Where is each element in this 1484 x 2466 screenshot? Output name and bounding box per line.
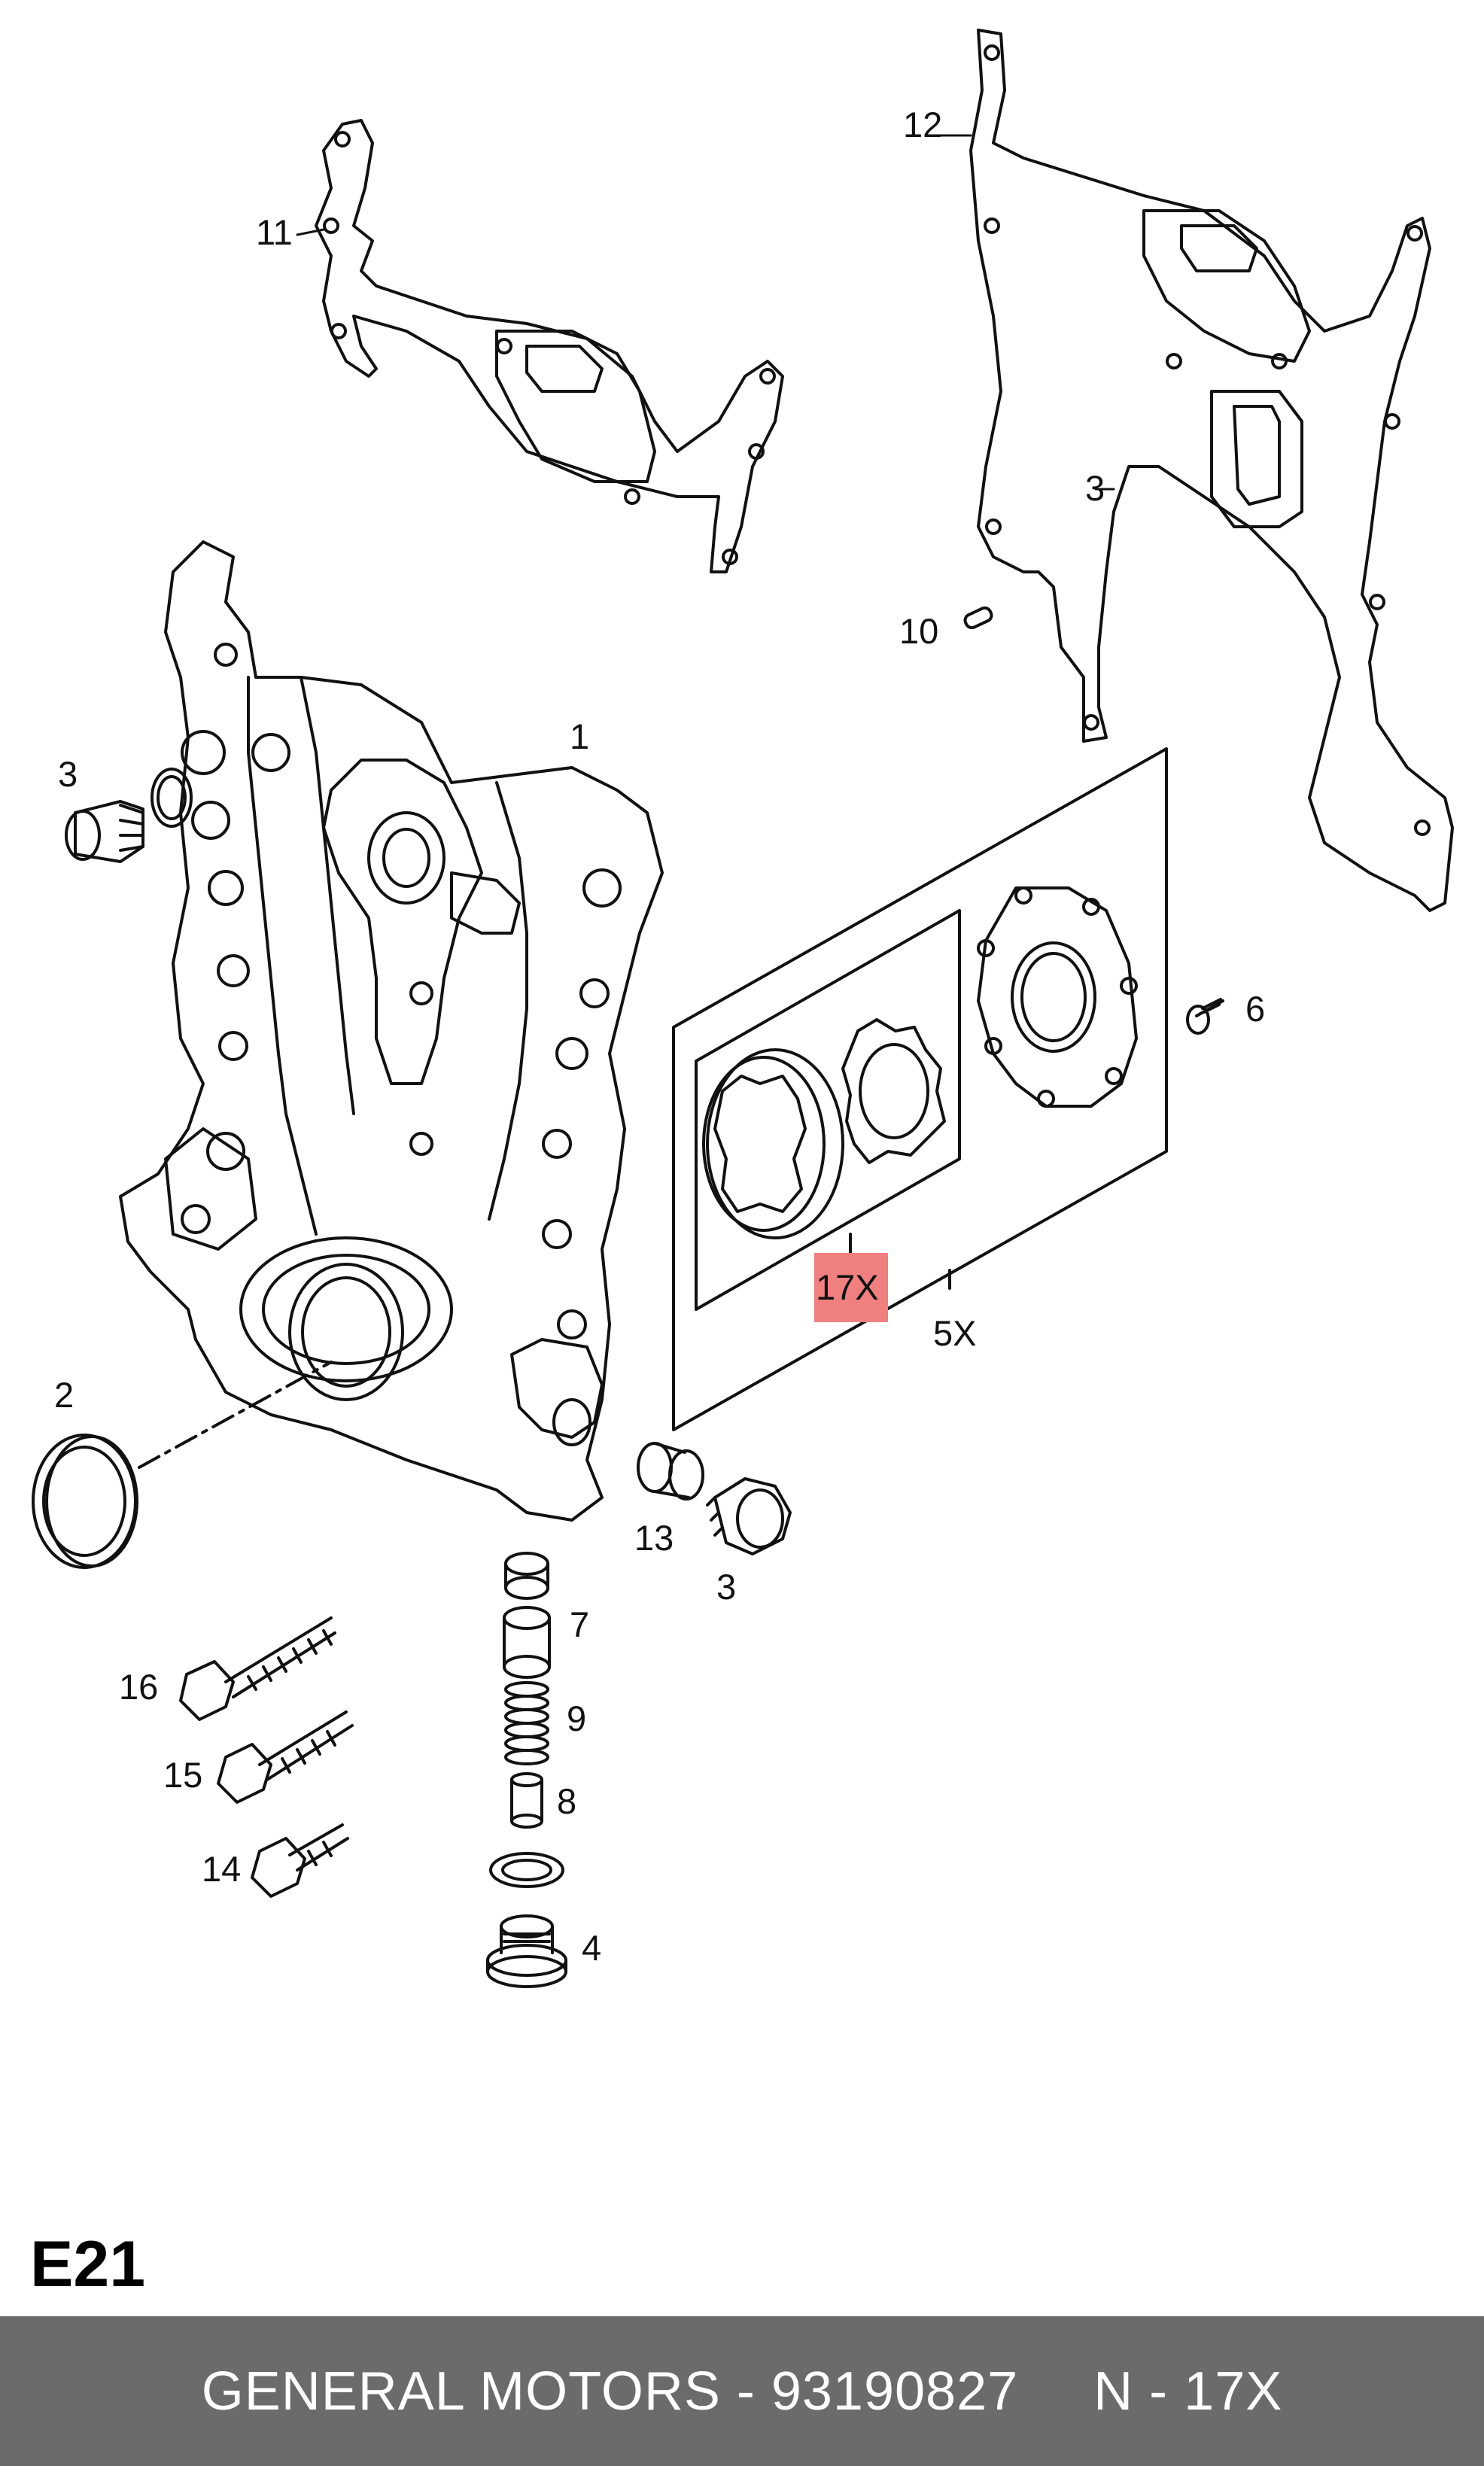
bolt-part-14 [251,1823,349,1898]
footer-brand: GENERAL MOTORS [201,2361,721,2422]
callout-11: 11 [256,212,293,252]
timing-cover-part-1 [119,540,664,1522]
callout-9: 9 [567,1698,586,1738]
footer-part-number: 93190827 [771,2361,1019,2422]
bolt-part-16 [179,1616,336,1721]
gasket-part-12 [969,29,1454,912]
plug-part-3-left [65,768,193,863]
callout-15: 15 [163,1755,202,1795]
plug-part-3-right [706,1477,792,1555]
pin-part-8 [510,1772,543,1829]
footer-ref: N - 17X [1093,2361,1283,2422]
valve-piston-part-7 [503,1552,551,1679]
callout-10: 10 [899,611,938,651]
screw-part-6 [1186,998,1224,1035]
sleeve-part-13 [637,1442,704,1501]
callout-3c: 3 [716,1567,736,1607]
callout-14: 14 [202,1849,241,1889]
callout-12: 12 [903,105,942,144]
callout-6: 6 [1245,989,1265,1029]
callout-2: 2 [54,1375,74,1415]
callout-16: 16 [119,1667,158,1707]
dowel-part-10 [963,606,993,630]
callout-4: 4 [582,1928,601,1968]
callout-17x: 17X [816,1267,879,1307]
page-code: E21 [30,2228,146,2300]
callout-5x: 5X [933,1313,977,1353]
footer-separator: - [720,2361,771,2422]
highlight-17x [814,1253,888,1322]
bolt-part-15 [217,1710,354,1804]
crank-seal-part-2 [32,1361,333,1569]
pump-rotor-set-part-17x [702,1018,946,1239]
footer-bar: GENERAL MOTORS - 93190827 N - 17X [0,2316,1484,2466]
callout-13: 13 [634,1518,674,1558]
callout-3a: 3 [58,754,78,794]
spring-part-9 [504,1681,549,1765]
plug-part-4 [486,1852,567,1988]
callout-8: 8 [557,1781,576,1821]
exploded-parts-diagram: 1 2 3 3 3 4 5X 6 7 8 9 10 11 12 13 14 15… [32,29,1454,1988]
oil-pump-kit-frame-5x [672,747,1168,1431]
leader-lines [296,134,1115,491]
pump-cover-plate [977,886,1138,1108]
callout-1: 1 [570,716,589,756]
callout-7: 7 [570,1604,589,1644]
gasket-part-11 [315,119,784,573]
callout-3b: 3 [1085,468,1105,508]
